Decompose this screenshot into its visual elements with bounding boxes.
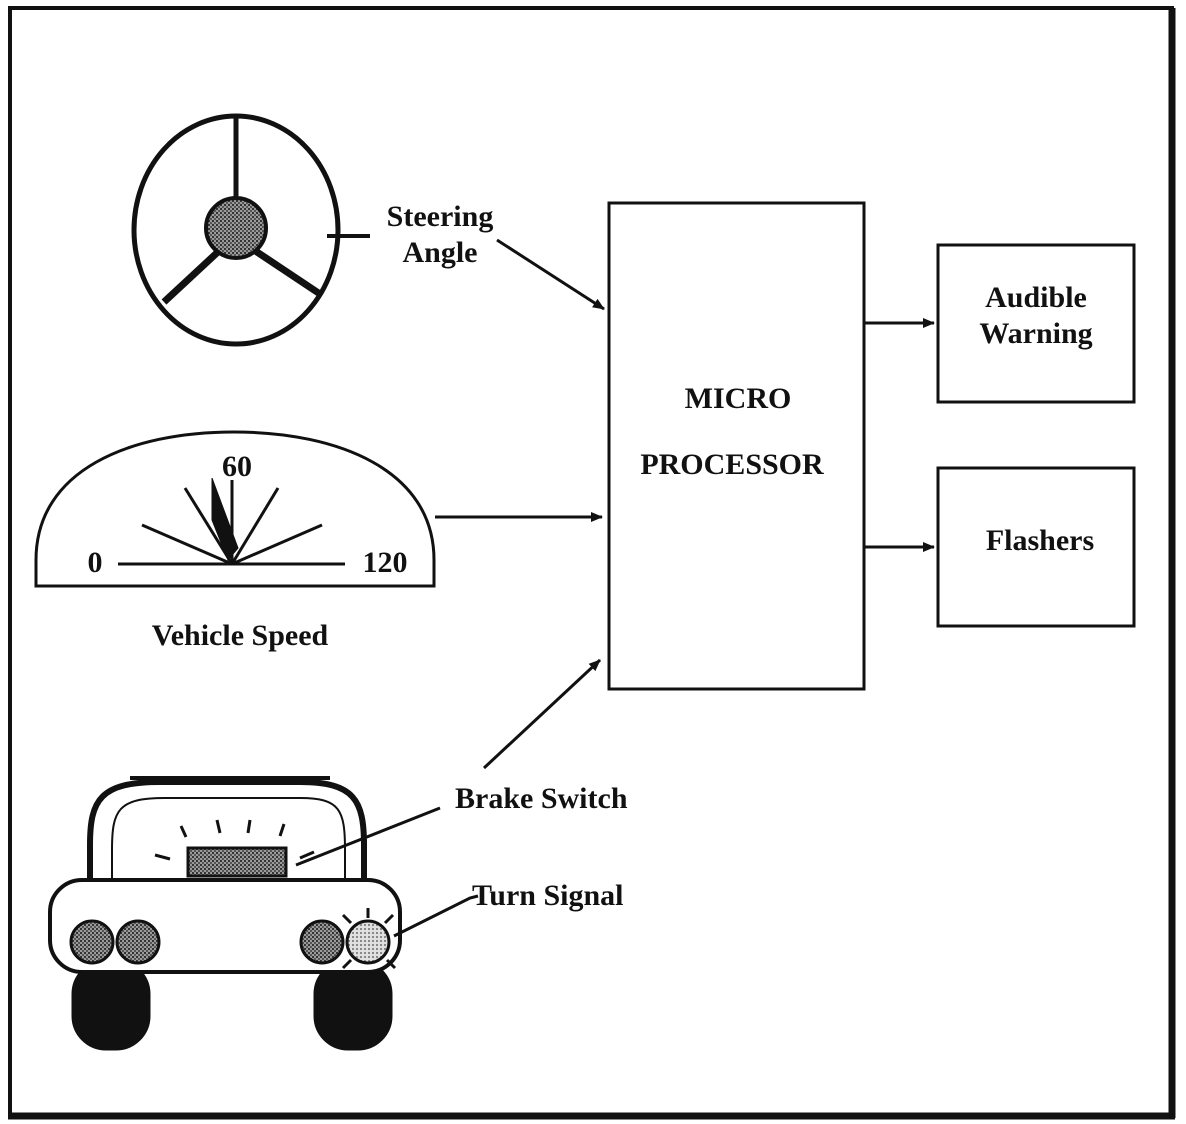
arrow-steering-to-processor — [496, 238, 605, 311]
speedometer-marks: 0 60 120 — [88, 450, 408, 579]
vehicle-speed-label: Vehicle Speed — [152, 619, 329, 652]
flashers-label: Flashers — [986, 524, 1094, 557]
brake-switch-label: Brake Switch — [455, 782, 628, 815]
outer-frame — [8, 6, 1176, 1120]
brake-light-icon — [154, 819, 315, 878]
microprocessor-box — [607, 201, 866, 691]
car-icon — [48, 776, 402, 1051]
microprocessor-label-line1: MICRO — [685, 382, 792, 415]
mark-zero: 0 — [88, 546, 103, 579]
audible-warning-box — [936, 243, 1136, 404]
svg-text:Steering: Steering — [387, 200, 494, 233]
mark-sixty: 60 — [222, 450, 252, 483]
audible-warning-label-line1: Audible — [985, 281, 1087, 314]
flashers-box — [936, 466, 1136, 628]
svg-text:Angle: Angle — [403, 236, 478, 269]
arrow-brake-to-processor — [482, 658, 602, 770]
steering-wheel-icon — [131, 113, 370, 347]
steering-angle-label: Steering Angle — [387, 200, 494, 269]
speedometer-icon — [34, 430, 436, 588]
audible-warning-label-line2: Warning — [979, 317, 1092, 350]
turn-signal-label: Turn Signal — [472, 879, 623, 912]
microprocessor-label-line2: PROCESSOR — [640, 448, 824, 481]
callout-lines — [295, 806, 479, 938]
mark-max: 120 — [363, 546, 408, 579]
